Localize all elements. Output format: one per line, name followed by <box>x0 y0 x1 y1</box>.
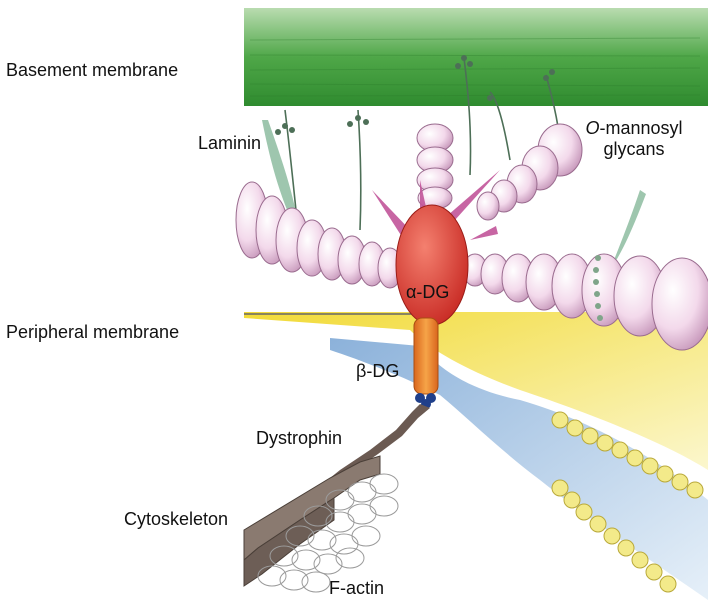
glycan-branch-icons <box>275 55 555 135</box>
dystrophin-rod <box>320 404 430 486</box>
alpha-dg-body <box>395 204 469 326</box>
actin-bead-chains <box>551 411 704 593</box>
laminin-beads-upper-right <box>476 123 583 221</box>
laminin-beads-vertical <box>416 123 454 210</box>
label-mannosyl: -mannosyl <box>599 118 683 138</box>
beta-dg-body <box>413 317 439 395</box>
laminin-ribbon-right <box>610 190 646 270</box>
basement-membrane-texture <box>249 37 701 97</box>
label-laminin: Laminin <box>198 133 262 153</box>
laminin-beads-left <box>235 181 403 289</box>
basement-membrane-band <box>244 8 708 106</box>
label-beta-dg: β-DG <box>356 361 400 381</box>
beta-dg-anchor-beads <box>415 393 436 409</box>
label-basement-membrane: Basement membrane <box>6 60 179 80</box>
label-o-mannosyl-glycans: O-mannosyl glycans <box>580 118 688 160</box>
label-dystrophin: Dystrophin <box>256 428 343 448</box>
label-cytoskeleton: Cytoskeleton <box>124 509 229 529</box>
label-alpha-dg: α-DG <box>406 282 450 302</box>
label-f-actin: F-actin <box>329 578 385 598</box>
label-peripheral-membrane: Peripheral membrane <box>6 322 180 342</box>
laminin-beads-right <box>462 253 708 351</box>
label-o-prefix: O <box>585 118 600 138</box>
label-glycans: glycans <box>603 139 665 159</box>
membrane-yellow-sheet <box>244 312 708 470</box>
f-actin-mesh <box>257 473 399 593</box>
laminin-bead-ring <box>593 255 603 321</box>
